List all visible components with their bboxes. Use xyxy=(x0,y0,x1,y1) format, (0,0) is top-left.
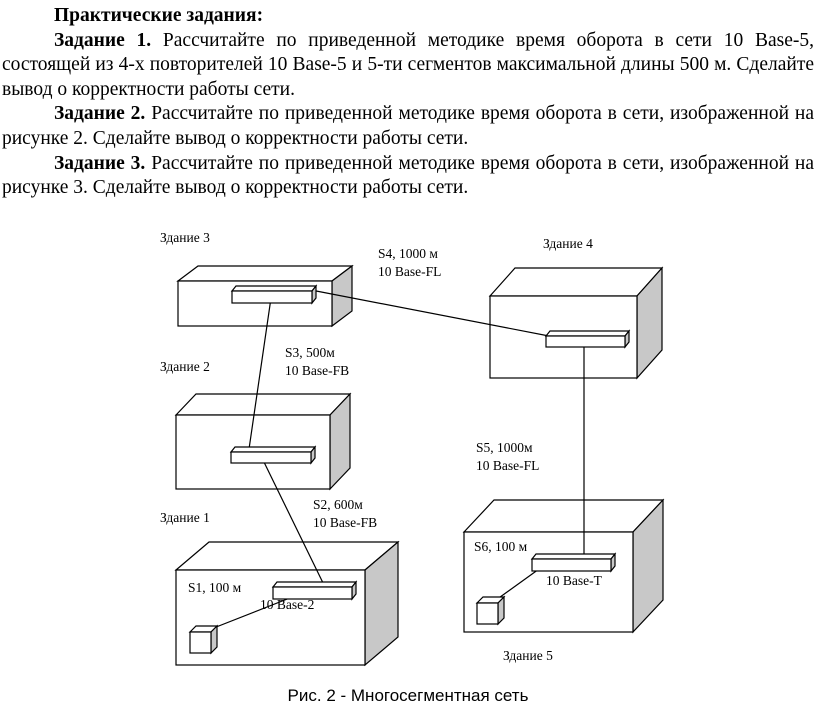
link-s1-host xyxy=(205,593,301,632)
link-s4 xyxy=(310,289,550,337)
label-s5-name: S5, 1000м xyxy=(476,440,533,455)
task-1-label: Задание 1. xyxy=(54,29,152,51)
link-s3 xyxy=(247,297,272,457)
label-s2-name: S2, 600м xyxy=(313,497,363,512)
section-heading-text: Практические задания: xyxy=(54,5,264,26)
label-building-1: Здание 1 xyxy=(160,510,210,525)
building-5-box xyxy=(462,498,665,634)
task-1-paragraph: Задание 1. Рассчитайте по приведенной ме… xyxy=(2,29,814,103)
label-building-4: Здание 4 xyxy=(543,236,593,251)
section-heading: Практические задания: xyxy=(2,4,814,29)
label-s2-type: 10 Base-FB xyxy=(313,515,377,530)
figure-caption: Рис. 2 - Многосегментная сеть xyxy=(287,686,529,705)
task-3-text: Рассчитайте по приведенной методике врем… xyxy=(2,152,814,199)
hub-building-5 xyxy=(530,552,617,573)
label-building-5: Здание 5 xyxy=(503,648,553,663)
repeater-building-4 xyxy=(544,329,631,349)
building-4-box xyxy=(488,266,664,380)
repeater-building-1 xyxy=(271,580,358,601)
label-s6-name: S6, 100 м xyxy=(474,539,528,554)
label-s1-name: S1, 100 м xyxy=(188,580,242,595)
task-1-text: Рассчитайте по приведенной методике врем… xyxy=(2,29,814,100)
host-building-5 xyxy=(475,595,506,626)
task-3-label: Задание 3. xyxy=(54,152,146,174)
label-building-2: Здание 2 xyxy=(160,359,210,374)
label-s4-type: 10 Base-FL xyxy=(378,264,441,279)
repeater-building-2 xyxy=(229,445,317,465)
tasks-text: Практические задания: Задание 1. Рассчит… xyxy=(2,4,814,201)
task-2-paragraph: Задание 2. Рассчитайте по приведенной ме… xyxy=(2,102,814,151)
label-s4-name: S4, 1000 м xyxy=(378,246,438,261)
label-s6-type: 10 Base-T xyxy=(546,573,603,588)
task-3-paragraph: Задание 3. Рассчитайте по приведенной ме… xyxy=(2,152,814,201)
label-s3-type: 10 Base-FB xyxy=(285,363,349,378)
label-s3-name: S3, 500м xyxy=(285,345,335,360)
repeater-building-3 xyxy=(230,284,318,305)
link-s2 xyxy=(261,457,326,588)
label-s1-type: 10 Base-2 xyxy=(260,597,314,612)
connection-lines xyxy=(205,289,585,632)
task-2-text: Рассчитайте по приведенной методике врем… xyxy=(2,103,814,149)
label-building-3: Здание 3 xyxy=(160,230,210,245)
task-2-label: Задание 2. xyxy=(54,103,146,125)
building-2-box xyxy=(174,392,352,491)
label-s5-type: 10 Base-FL xyxy=(476,458,539,473)
host-building-1 xyxy=(188,624,219,655)
